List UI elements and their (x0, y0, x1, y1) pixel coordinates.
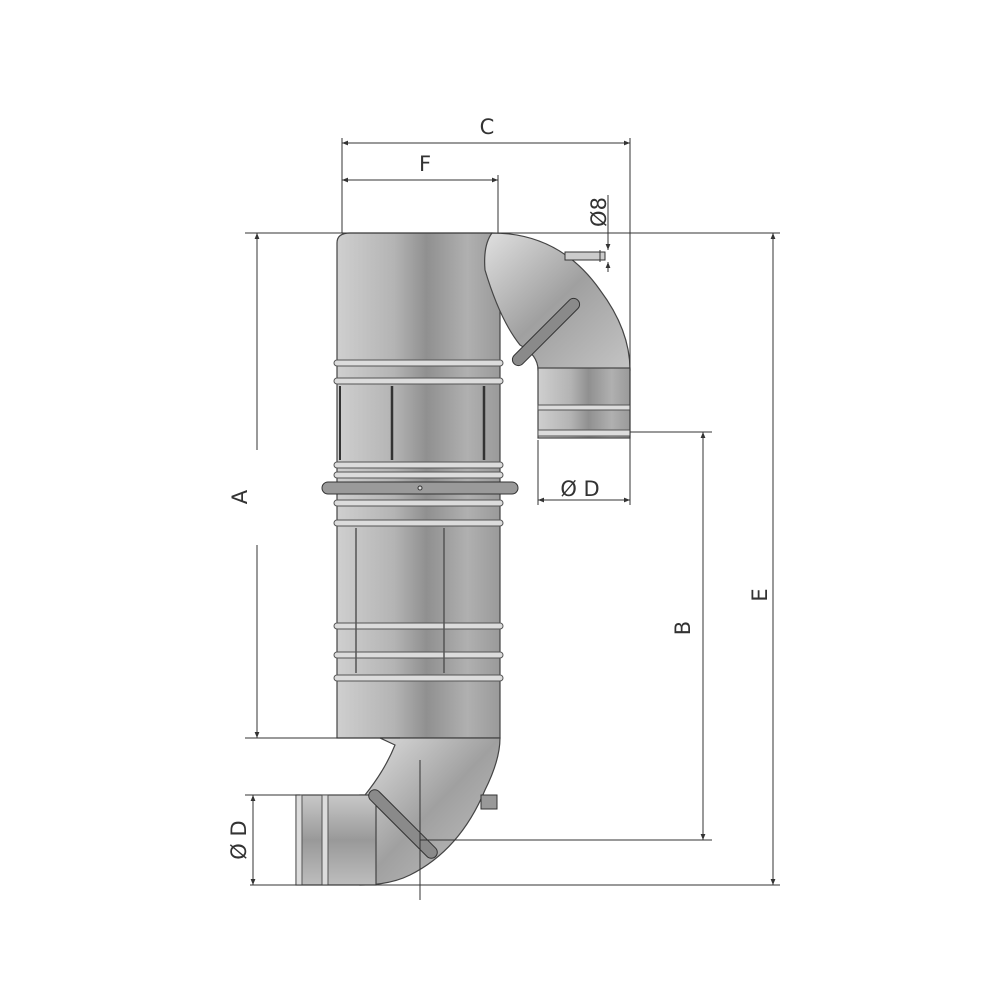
label-D-bottom: Ø D (227, 820, 251, 859)
label-8: Ø8 (587, 197, 611, 227)
label-B: B (671, 621, 695, 635)
label-D-top: Ø D (560, 477, 599, 501)
dimension-lines (245, 138, 780, 900)
label-C: C (480, 115, 495, 139)
label-F: F (419, 152, 431, 176)
top-hose-clamp (511, 297, 581, 367)
bottom-elbow-inlet (295, 737, 501, 886)
drain-plug (480, 794, 498, 810)
label-A: A (228, 489, 252, 504)
label-E: E (748, 588, 772, 601)
top-elbow-outlet (484, 232, 631, 439)
muffler-body (321, 232, 519, 739)
nipple-fitting (564, 250, 606, 262)
